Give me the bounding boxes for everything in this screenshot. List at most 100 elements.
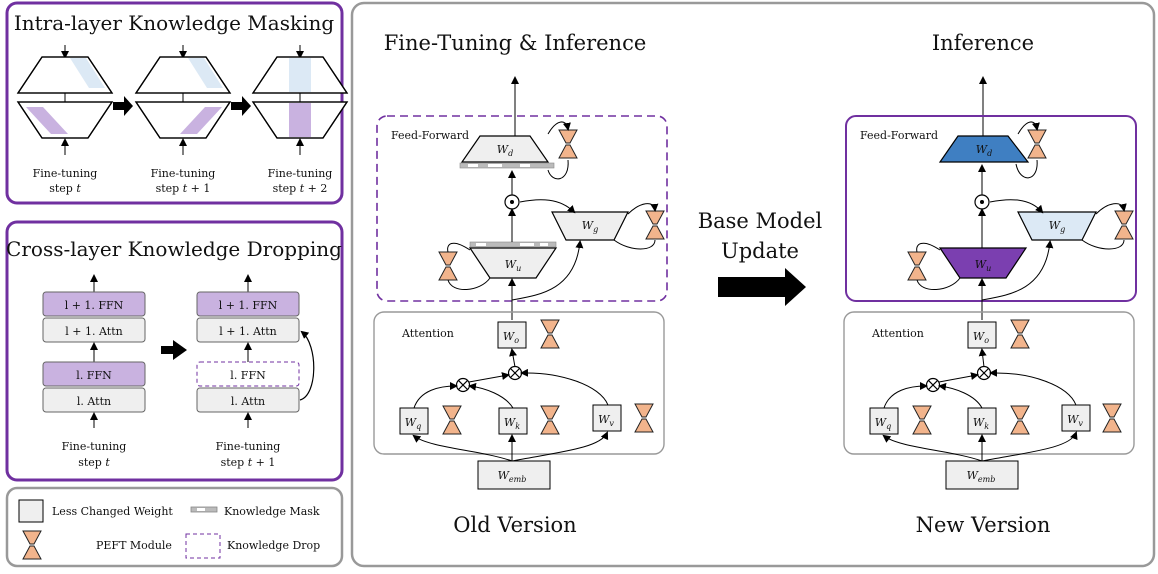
legend-peft-label: PEFT Module: [96, 539, 172, 552]
hourglass-step-3: [251, 45, 349, 155]
legend-mask-icon: [190, 506, 218, 513]
old-wu-mask: [469, 241, 557, 248]
skip-connection: [299, 330, 315, 401]
left-ffn-lower: [42, 361, 146, 387]
new-wv-peft-icon: [1102, 403, 1122, 433]
new-wk-block: [967, 407, 997, 435]
new-wg-label: Wg: [1049, 219, 1065, 234]
new-wu-label: Wu: [975, 258, 991, 273]
legend-mask-label: Knowledge Mask: [224, 505, 320, 518]
cross-step-arrow: [161, 340, 187, 360]
cross-step-2-line1: Fine-tuning: [216, 440, 281, 453]
old-feed-forward-box: [376, 115, 668, 302]
new-wd-peft-icon: [1027, 129, 1047, 159]
new-wemb-label: Wemb: [967, 469, 996, 484]
new-wemb-block: [945, 460, 1019, 490]
old-wu-label: Wu: [505, 258, 521, 273]
update-label-2: Update: [721, 239, 799, 263]
old-wemb-label: Wemb: [498, 469, 527, 484]
legend-peft-icon: [22, 530, 42, 560]
new-attention-label: Attention: [871, 327, 924, 340]
old-wk-block: [498, 407, 528, 435]
new-odot-icon: [974, 194, 990, 210]
new-wo-label: Wo: [973, 330, 989, 345]
old-otimes-1-icon: [455, 377, 471, 393]
left-caption: Old Version: [453, 513, 576, 537]
cross-panel-title: Cross-layer Knowledge Dropping: [6, 237, 342, 261]
step-arrow-2: [231, 96, 251, 116]
old-wq-label: Wq: [405, 416, 421, 431]
main-panel: [350, 1, 1156, 568]
old-wu-peft-icon: [438, 251, 458, 281]
old-wu-block: [468, 247, 558, 279]
left-ffn-upper: [42, 291, 146, 317]
right-attn-lower-label: l. Attn: [231, 395, 265, 408]
new-feed-forward-box: [845, 115, 1137, 302]
cross-layer-panel: Cross-layer Knowledge Dropping l + 1. FF…: [5, 220, 344, 482]
old-wk-label: Wk: [504, 416, 520, 431]
old-feed-forward-label: Feed-Forward: [391, 129, 469, 142]
old-attention-box: [373, 311, 665, 455]
new-wo-peft-icon: [1010, 319, 1030, 349]
intra-step-2-line2: step t + 1: [156, 182, 211, 195]
right-ffn-dropped: [196, 361, 300, 387]
new-wq-peft-icon: [912, 405, 932, 435]
new-attention-box: [843, 311, 1135, 455]
left-attn-lower-label: l. Attn: [77, 395, 111, 408]
new-wu-peft-icon: [907, 251, 927, 281]
new-otimes-2-icon: [976, 365, 992, 381]
old-wv-label: Wv: [598, 413, 614, 428]
old-wd-mask: [459, 162, 555, 169]
old-wk-peft-icon: [540, 405, 560, 435]
new-wv-label: Wv: [1067, 413, 1083, 428]
old-wg-label: Wg: [582, 219, 598, 234]
right-caption: New Version: [916, 513, 1051, 537]
intra-layer-panel: Intra-layer Knowledge Masking: [5, 1, 349, 205]
old-wv-block: [592, 404, 622, 432]
right-ffn-upper-label: l + 1. FFN: [219, 299, 278, 312]
old-version-network: Feed-Forward Wd Wg Wu: [373, 76, 668, 490]
cross-step-1-line1: Fine-tuning: [62, 440, 127, 453]
hourglass-step-1: [16, 45, 114, 155]
intra-step-2-line1: Fine-tuning: [151, 167, 216, 180]
step-arrow-1: [113, 96, 133, 116]
new-wu-block: [938, 247, 1028, 279]
legend-drop-icon: [185, 533, 221, 559]
right-attn-upper-label: l + 1. Attn: [219, 325, 276, 338]
new-wq-block: [869, 407, 899, 435]
left-ffn-lower-label: l. FFN: [76, 369, 112, 382]
new-version-network: Feed-Forward Wd Wg Wu Attention Wo: [843, 76, 1137, 490]
new-wg-peft-icon: [1114, 210, 1134, 240]
old-wo-label: Wo: [503, 330, 519, 345]
old-wq-block: [399, 407, 429, 435]
right-ffn-dropped-label: l. FFN: [230, 369, 266, 382]
old-wq-peft-icon: [442, 405, 462, 435]
old-wemb-block: [477, 460, 551, 490]
new-otimes-1-icon: [925, 377, 941, 393]
new-wd-label: Wd: [976, 143, 992, 158]
old-attention-label: Attention: [401, 327, 454, 340]
new-feed-forward-label: Feed-Forward: [860, 129, 938, 142]
old-wo-block: [497, 321, 527, 349]
intra-step-1-line1: Fine-tuning: [33, 167, 98, 180]
hourglass-step-2: [134, 45, 232, 155]
old-wd-block: [460, 135, 550, 163]
cross-step-1-line2: step t: [78, 456, 110, 469]
new-wk-peft-icon: [1010, 405, 1030, 435]
old-wv-peft-icon: [634, 403, 654, 433]
new-wd-block: [938, 135, 1030, 163]
new-wv-block: [1061, 404, 1091, 432]
cross-step-2-line2: step t + 1: [221, 456, 276, 469]
old-wg-peft-icon: [645, 210, 665, 240]
left-ffn-upper-label: l + 1. FFN: [65, 299, 124, 312]
update-label-1: Base Model: [698, 209, 823, 233]
new-wq-label: Wq: [875, 416, 891, 431]
left-attn-upper-label: l + 1. Attn: [65, 325, 122, 338]
new-wk-label: Wk: [973, 416, 989, 431]
old-odot-icon: [504, 194, 520, 210]
old-wd-label: Wd: [497, 143, 513, 158]
right-title: Inference: [932, 31, 1034, 55]
old-wo-peft-icon: [540, 319, 560, 349]
old-wd-peft-icon: [558, 129, 578, 159]
